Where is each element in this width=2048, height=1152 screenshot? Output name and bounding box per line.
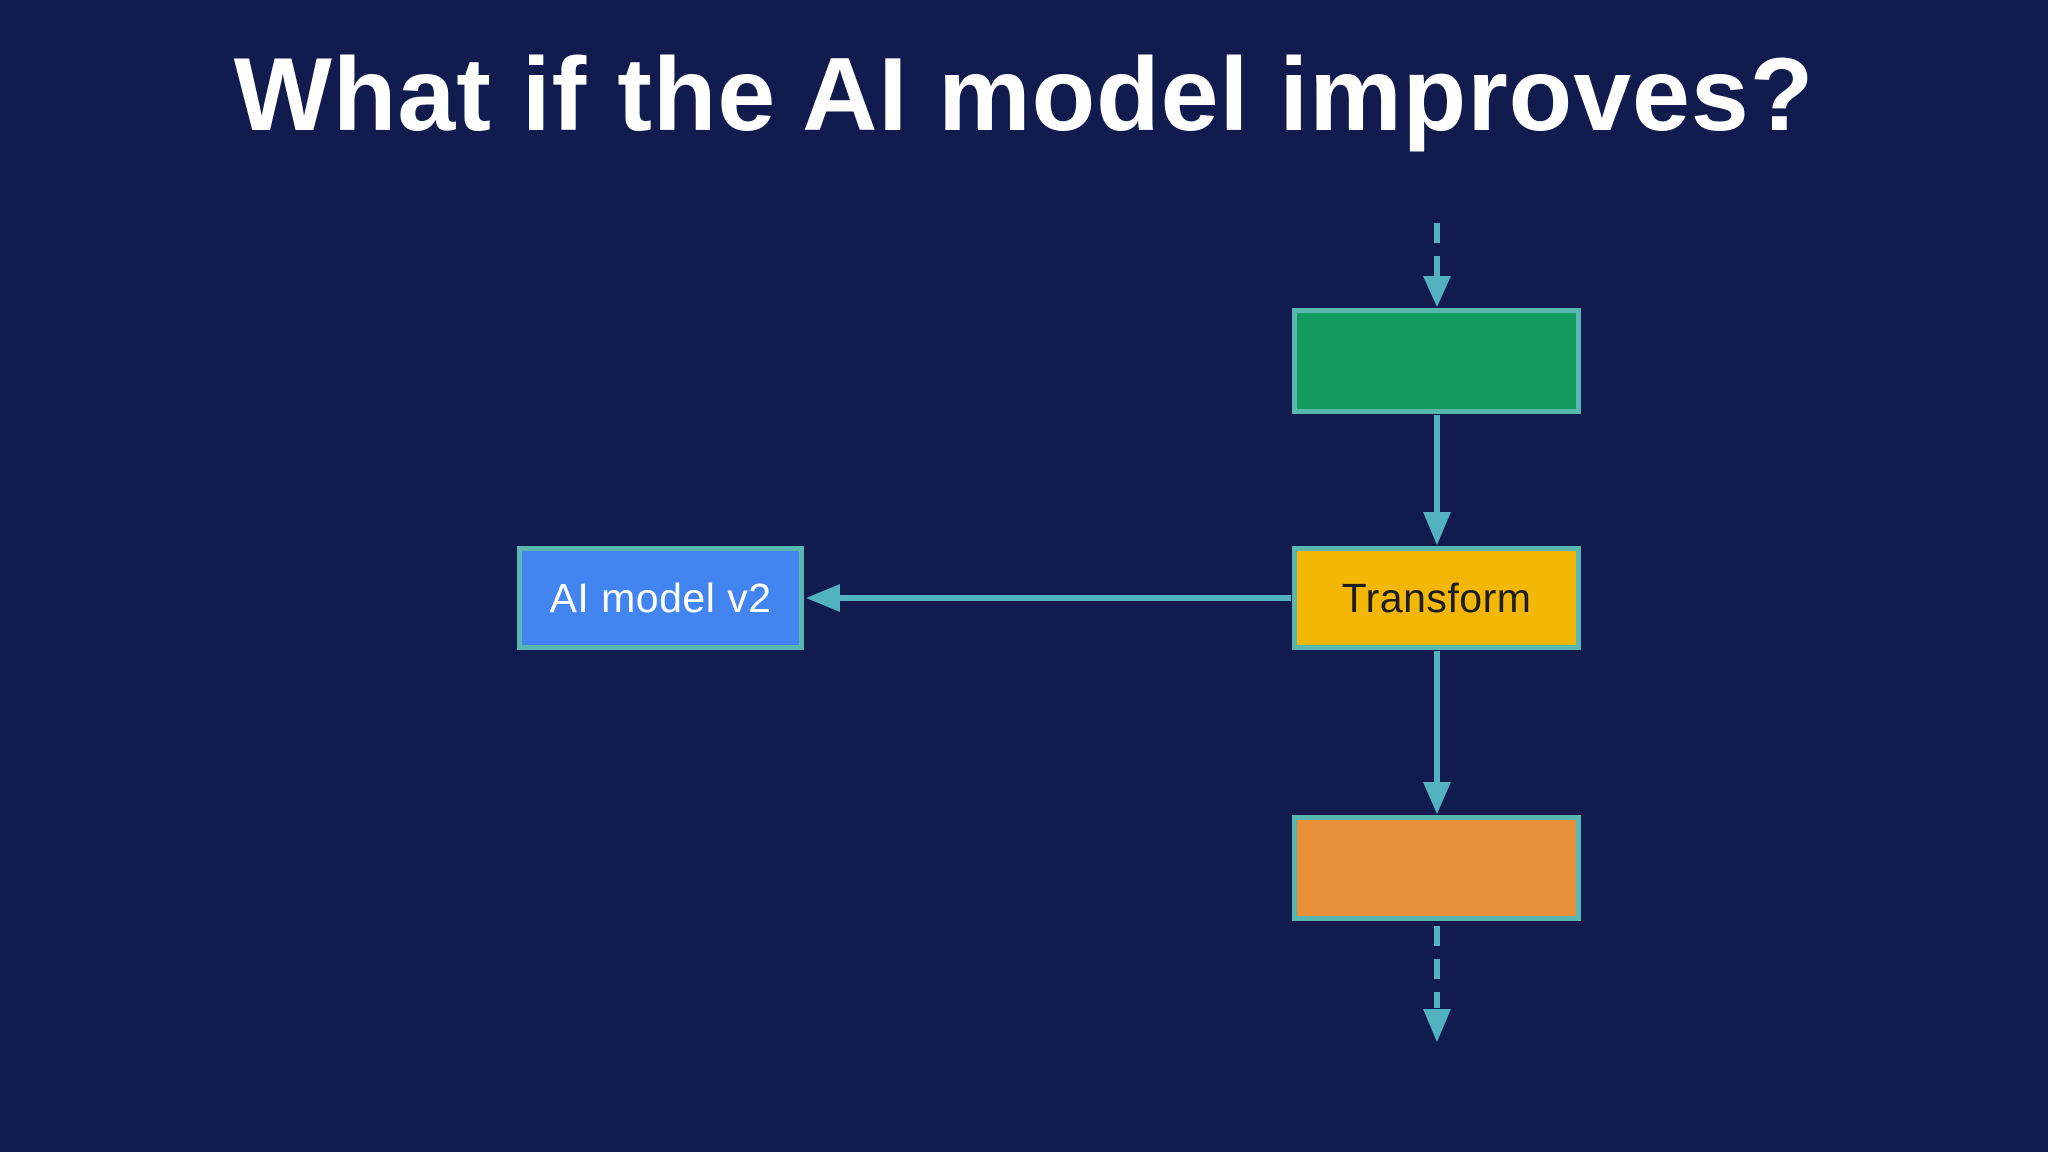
flow-node-source bbox=[1292, 308, 1581, 414]
edge-transform-to-ai-model-arrow bbox=[806, 584, 1291, 612]
flow-node-ai-model-v2-label: AI model v2 bbox=[549, 574, 772, 621]
flow-node-ai-model-v2: AI model v2 bbox=[517, 546, 804, 650]
edge-source-to-transform-arrow bbox=[1423, 415, 1451, 545]
edge-transform-to-sink-arrow bbox=[1423, 651, 1451, 814]
flow-node-transform: Transform bbox=[1292, 546, 1581, 650]
edge-top-dashed-arrow bbox=[1423, 223, 1451, 307]
edge-bottom-dashed-arrow bbox=[1423, 926, 1451, 1042]
flow-node-sink bbox=[1292, 815, 1581, 921]
flow-node-transform-label: Transform bbox=[1341, 574, 1532, 621]
slide-title: What if the AI model improves? bbox=[233, 37, 1815, 153]
